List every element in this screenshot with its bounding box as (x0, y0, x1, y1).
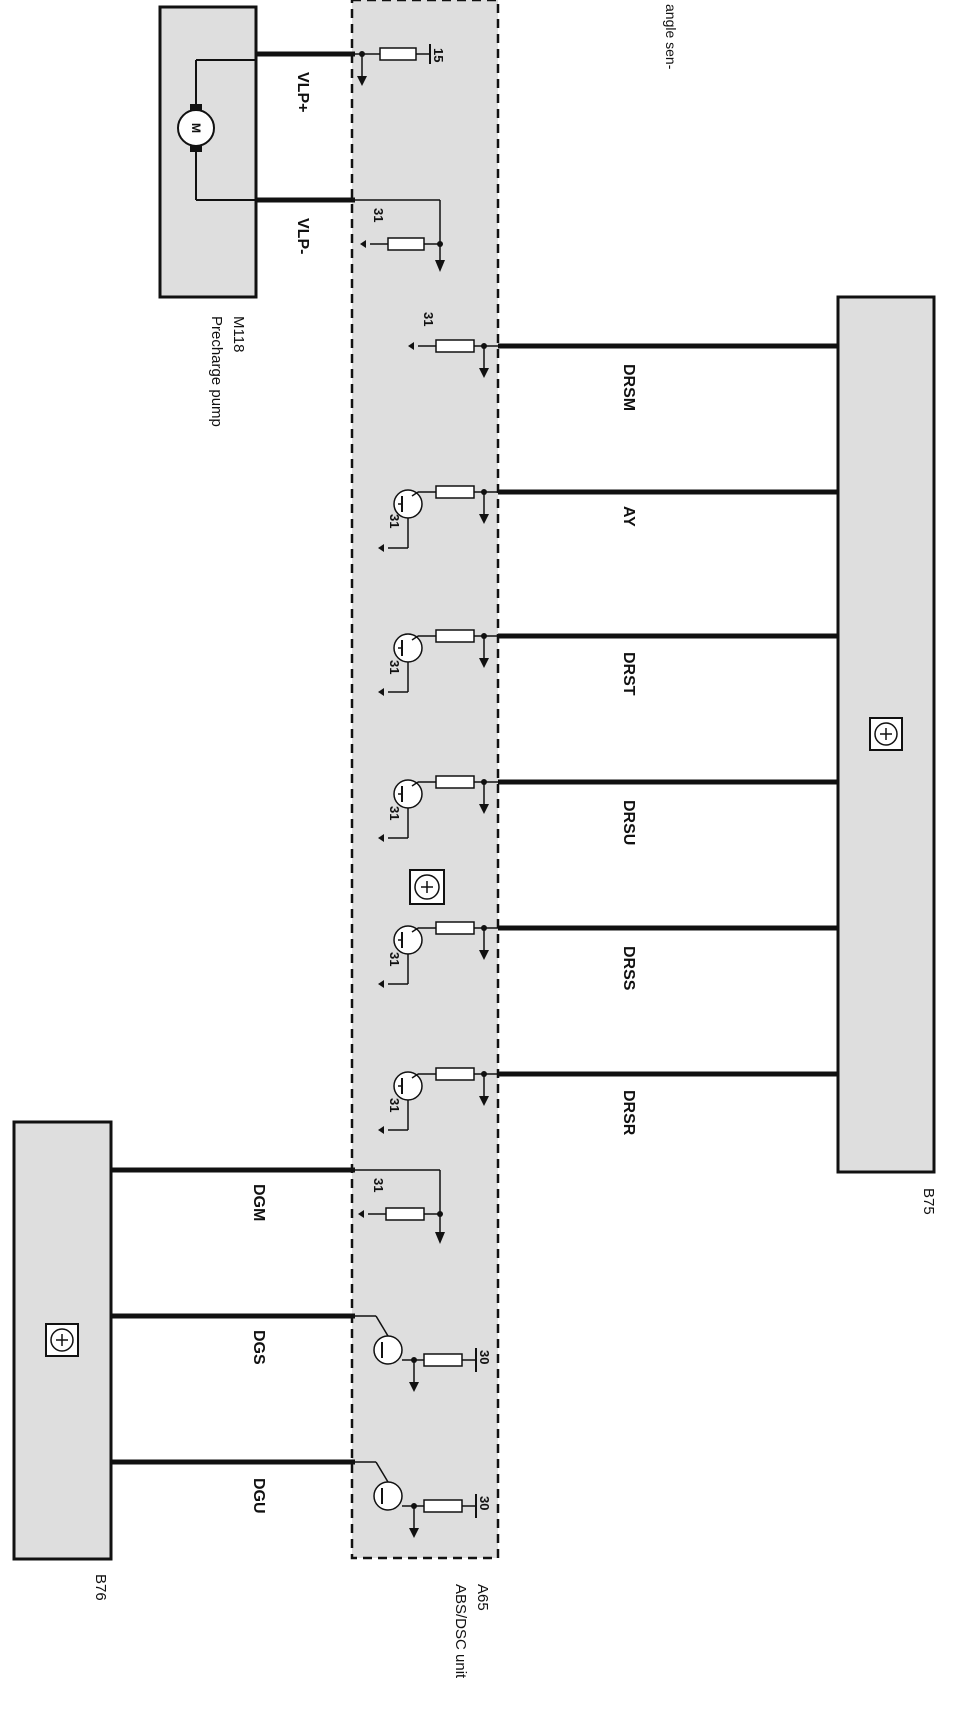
wire-label-dgu: DGU (250, 1478, 267, 1514)
terminal-31-dgm: 31 (371, 1178, 386, 1192)
ay-transistor-circuit (378, 485, 498, 552)
wire-label-drsr: DRSR (620, 1090, 637, 1136)
abs-dsc-unit-box (350, 0, 500, 1560)
drsr-transistor-circuit (378, 1067, 498, 1134)
precharge-pump-box (158, 5, 258, 299)
motor-symbol: M (189, 123, 203, 133)
terminal-31-drsu: 31 (387, 806, 402, 820)
terminal-31-drst: 31 (387, 660, 402, 674)
terminal-31-vlp: 31 (371, 208, 386, 222)
terminal-30-dgu: 30 (477, 1496, 492, 1510)
wire-label-ay: AY (620, 506, 637, 527)
terminal-15: 15 (431, 48, 446, 62)
a65-id: A65 (474, 1584, 491, 1611)
wire-label-vlp-minus: VLP- (294, 218, 311, 254)
drst-transistor-circuit (378, 629, 498, 696)
a65-name: ABS/DSC unit (452, 1584, 469, 1679)
wire-label-dgs: DGS (250, 1330, 267, 1365)
wire-label-drsm: DRSM (620, 364, 637, 411)
wire-label-drss: DRSS (620, 946, 637, 991)
terminal-30-dgs: 30 (477, 1350, 492, 1364)
vlp-plus-circuit (355, 44, 431, 86)
drsm-circuit (408, 339, 498, 378)
wire-label-drst: DRST (620, 652, 637, 696)
dgu-transistor-circuit (355, 1461, 477, 1538)
motor-icon: M (177, 59, 256, 201)
drss-transistor-circuit (378, 921, 498, 988)
b76-id: B76 (92, 1574, 109, 1601)
vlp-minus-circuit (355, 199, 445, 272)
wire-label-dgm: DGM (250, 1184, 267, 1221)
b76-sensor-icon (45, 1323, 79, 1357)
wire-label-vlp-plus: VLP+ (294, 72, 311, 112)
terminal-31-drsr: 31 (387, 1098, 402, 1112)
m118-id: M118 (230, 316, 247, 352)
dgs-transistor-circuit (355, 1315, 477, 1392)
b75-id: B75 (920, 1188, 937, 1215)
b75-sensor-icon (869, 717, 903, 751)
m118-name: Precharge pump (208, 316, 225, 427)
dgm-circuit (355, 1169, 445, 1244)
a65-sensor-icon (409, 869, 445, 905)
drsu-transistor-circuit (378, 775, 498, 842)
terminal-31-ay: 31 (387, 514, 402, 528)
wire-label-drsu: DRSU (620, 800, 637, 845)
terminal-31-drsm: 31 (421, 312, 436, 326)
terminal-31-drss: 31 (387, 952, 402, 966)
top-note: angle sen- (663, 4, 679, 70)
